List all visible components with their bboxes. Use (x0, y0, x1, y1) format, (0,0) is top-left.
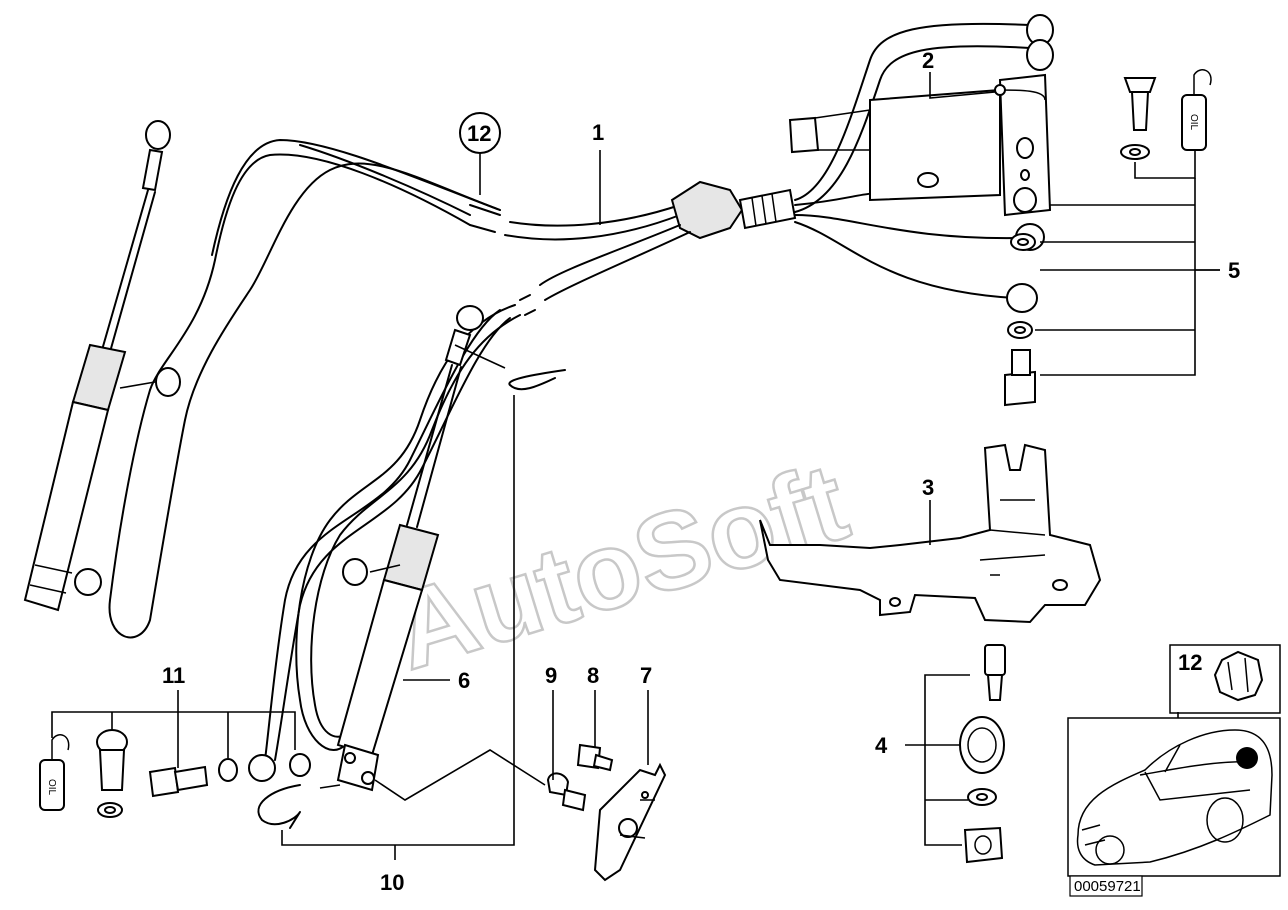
callout-2: 2 (922, 48, 934, 73)
callout-4: 4 (875, 733, 888, 758)
location-marker (1236, 747, 1258, 769)
pump-fasteners: OIL (1004, 69, 1220, 407)
reference-code-box (1069, 875, 1143, 897)
vehicle-location-inset (1067, 712, 1281, 877)
spring-clips (257, 344, 566, 860)
mounting-bracket (759, 443, 1102, 624)
mount-hardware-set (905, 644, 1006, 864)
callout-8: 8 (587, 663, 599, 688)
gas-strut-left (23, 120, 181, 612)
inset-callout-12: 12 (1178, 650, 1202, 675)
callout-9: 9 (545, 663, 557, 688)
reference-code: 00059721 (1074, 878, 1141, 895)
callout-3: 3 (922, 475, 934, 500)
oil-tag-left: OIL (46, 779, 57, 796)
hydraulic-hose-bundle (108, 22, 1031, 761)
oil-tag-right: OIL (1188, 114, 1199, 131)
hydraulic-pump (788, 14, 1054, 313)
callout-7: 7 (640, 663, 652, 688)
callout-12: 12 (467, 121, 491, 146)
callout-1: 1 (592, 120, 604, 145)
hydraulic-cylinder (248, 305, 484, 792)
hose-grommet (670, 180, 744, 240)
fastener-set-11: OIL (39, 690, 311, 818)
leader-2 (929, 72, 996, 99)
mounting-plate-set (374, 690, 667, 882)
callout-12-circle (459, 112, 501, 154)
inset-part-12: 12 (1169, 644, 1281, 714)
callout-11: 11 (162, 663, 185, 688)
callout-6: 6 (458, 668, 470, 693)
callout-10: 10 (380, 870, 404, 895)
callout-5: 5 (1228, 258, 1240, 283)
